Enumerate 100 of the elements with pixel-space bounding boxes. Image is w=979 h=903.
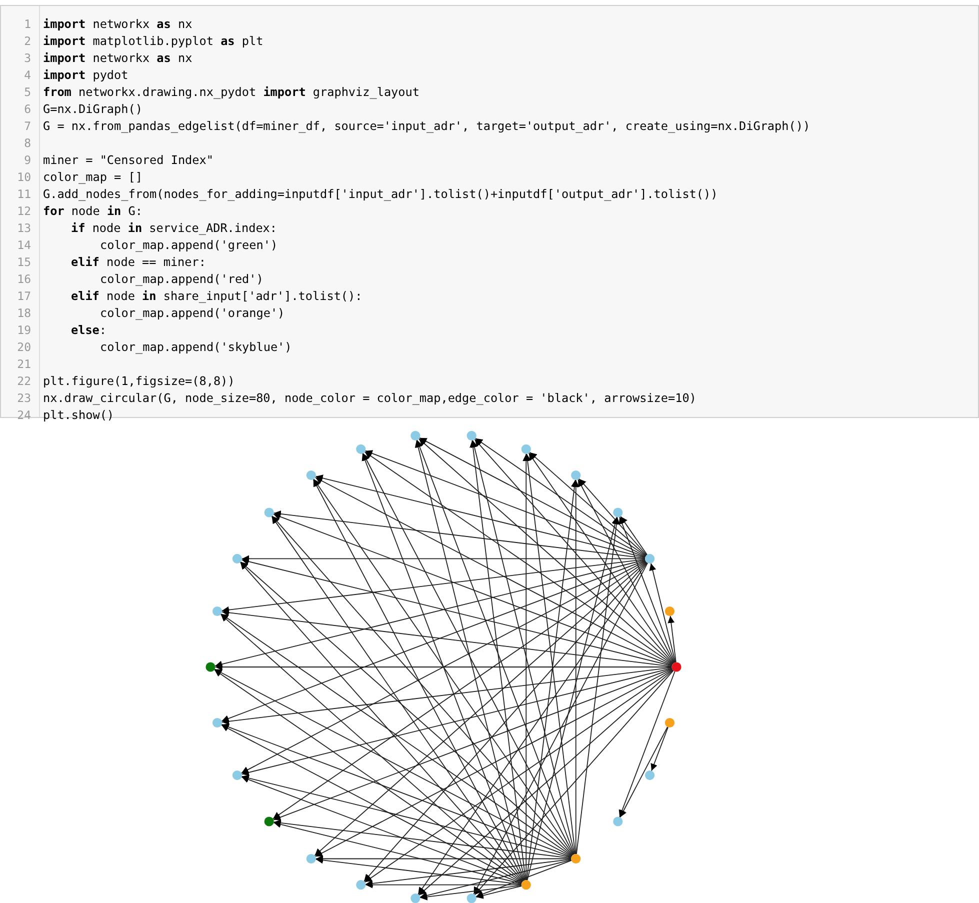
arrow (273, 513, 672, 666)
arrow (618, 516, 676, 663)
code-line: nx.draw_circular(G, node_size=80, node_color = color_map,edge_color = 'black', arrowsize=10) (43, 390, 696, 407)
graph-node (571, 854, 581, 864)
line-number: 8 (23, 135, 32, 152)
arrow (649, 562, 676, 663)
arrow (471, 440, 576, 855)
code-line: from networkx.drawing.nx_pydot import graphviz_layout (43, 84, 420, 101)
arrow (414, 440, 526, 881)
graph-node (664, 718, 675, 728)
arrow (620, 726, 668, 818)
graph-node (571, 470, 581, 480)
line-number: 17 (16, 288, 32, 305)
arrow (314, 477, 673, 666)
line-number: 12 (16, 203, 32, 220)
graph-node (410, 430, 420, 440)
graph-node (232, 554, 242, 564)
line-number: 10 (16, 169, 32, 186)
graph-node (613, 816, 623, 826)
arrow (418, 438, 674, 664)
arrow (241, 774, 572, 858)
arrow (316, 855, 572, 862)
code-line: for node in G: (43, 203, 142, 220)
code-line: miner = "Censored Index" (43, 152, 214, 169)
graph-node (206, 662, 216, 672)
arrow (522, 454, 530, 880)
graph-node (306, 470, 316, 480)
arrow (365, 858, 572, 887)
line-number: 1 (23, 16, 32, 33)
line-number: 14 (16, 237, 32, 254)
arrow (364, 562, 648, 882)
arrow (526, 480, 578, 881)
line-number: 22 (16, 373, 32, 390)
graph-node (264, 816, 274, 826)
code-line: G = nx.from_pandas_edgelist(df=miner_df, source='input_adr', target='output_adr', create_using=nx.DiGraph()) (43, 118, 810, 135)
arrow (272, 516, 574, 856)
code-line: import networkx as nx (43, 50, 192, 67)
line-number: 19 (16, 322, 32, 339)
arrow (476, 860, 572, 898)
arrow (240, 562, 524, 882)
graph-node (466, 430, 476, 440)
line-number: 24 (16, 407, 32, 424)
code-line: import networkx as nx (43, 16, 192, 33)
arrow (529, 452, 647, 556)
arrow (222, 609, 672, 667)
graph-node (306, 854, 316, 864)
code-line: G.add_nodes_from(nodes_for_adding=inputdf['input_adr'].tolist()+inputdf['output_adr'].tolist()) (43, 186, 718, 203)
code-line: color_map.append('green') (99, 237, 278, 254)
arrow (221, 724, 572, 858)
arrow (578, 478, 648, 556)
arrow (420, 884, 522, 900)
arrow (418, 562, 648, 895)
arrow (314, 668, 673, 857)
code-line: elif node in share_input['adr'].tolist(): (70, 288, 362, 305)
arrow (313, 478, 574, 856)
arrow (273, 820, 522, 884)
arrow (272, 561, 646, 820)
graph-node (466, 894, 476, 903)
graph-node (356, 444, 366, 454)
arrow (271, 516, 524, 882)
line-number: 4 (23, 67, 32, 84)
arrow (572, 480, 580, 854)
arrow (416, 440, 575, 855)
graph-node (664, 606, 675, 616)
code-line: elif node == miner: (70, 254, 206, 271)
line-number: 15 (16, 254, 32, 271)
line-number: 5 (23, 84, 32, 101)
arrow (273, 668, 672, 821)
line-number: 23 (16, 390, 32, 407)
arrow (473, 562, 648, 894)
line-number: 11 (16, 186, 32, 203)
code-line: color_map.append('orange') (99, 305, 285, 322)
arrow (476, 886, 522, 899)
arrow (362, 452, 574, 855)
arrow (242, 555, 646, 562)
graph-node (672, 662, 682, 672)
arrow (474, 438, 674, 664)
code-line: color_map = [] (43, 169, 142, 186)
arrow (220, 614, 523, 882)
arrow (221, 724, 522, 884)
arrow (364, 669, 673, 883)
arrow (362, 453, 525, 881)
graph-node (521, 444, 531, 454)
arrow (474, 670, 674, 896)
line-number: 21 (16, 356, 32, 373)
arrow (214, 664, 672, 670)
graph-node (212, 606, 222, 616)
arrow (240, 561, 573, 856)
line-number: 7 (23, 118, 32, 135)
arrow (241, 560, 646, 774)
line-number: 20 (16, 339, 32, 356)
line-number: 3 (23, 50, 32, 67)
code-line: plt.figure(1,figsize=(8,8)) (43, 373, 235, 390)
code-line: import pydot (43, 67, 128, 84)
arrow (578, 479, 675, 664)
line-number: 9 (23, 152, 32, 169)
arrow (620, 516, 648, 556)
code-line: import matplotlib.pyplot as plt (43, 33, 264, 50)
graph-node (613, 508, 623, 518)
code-line: plt.show() (43, 407, 114, 424)
